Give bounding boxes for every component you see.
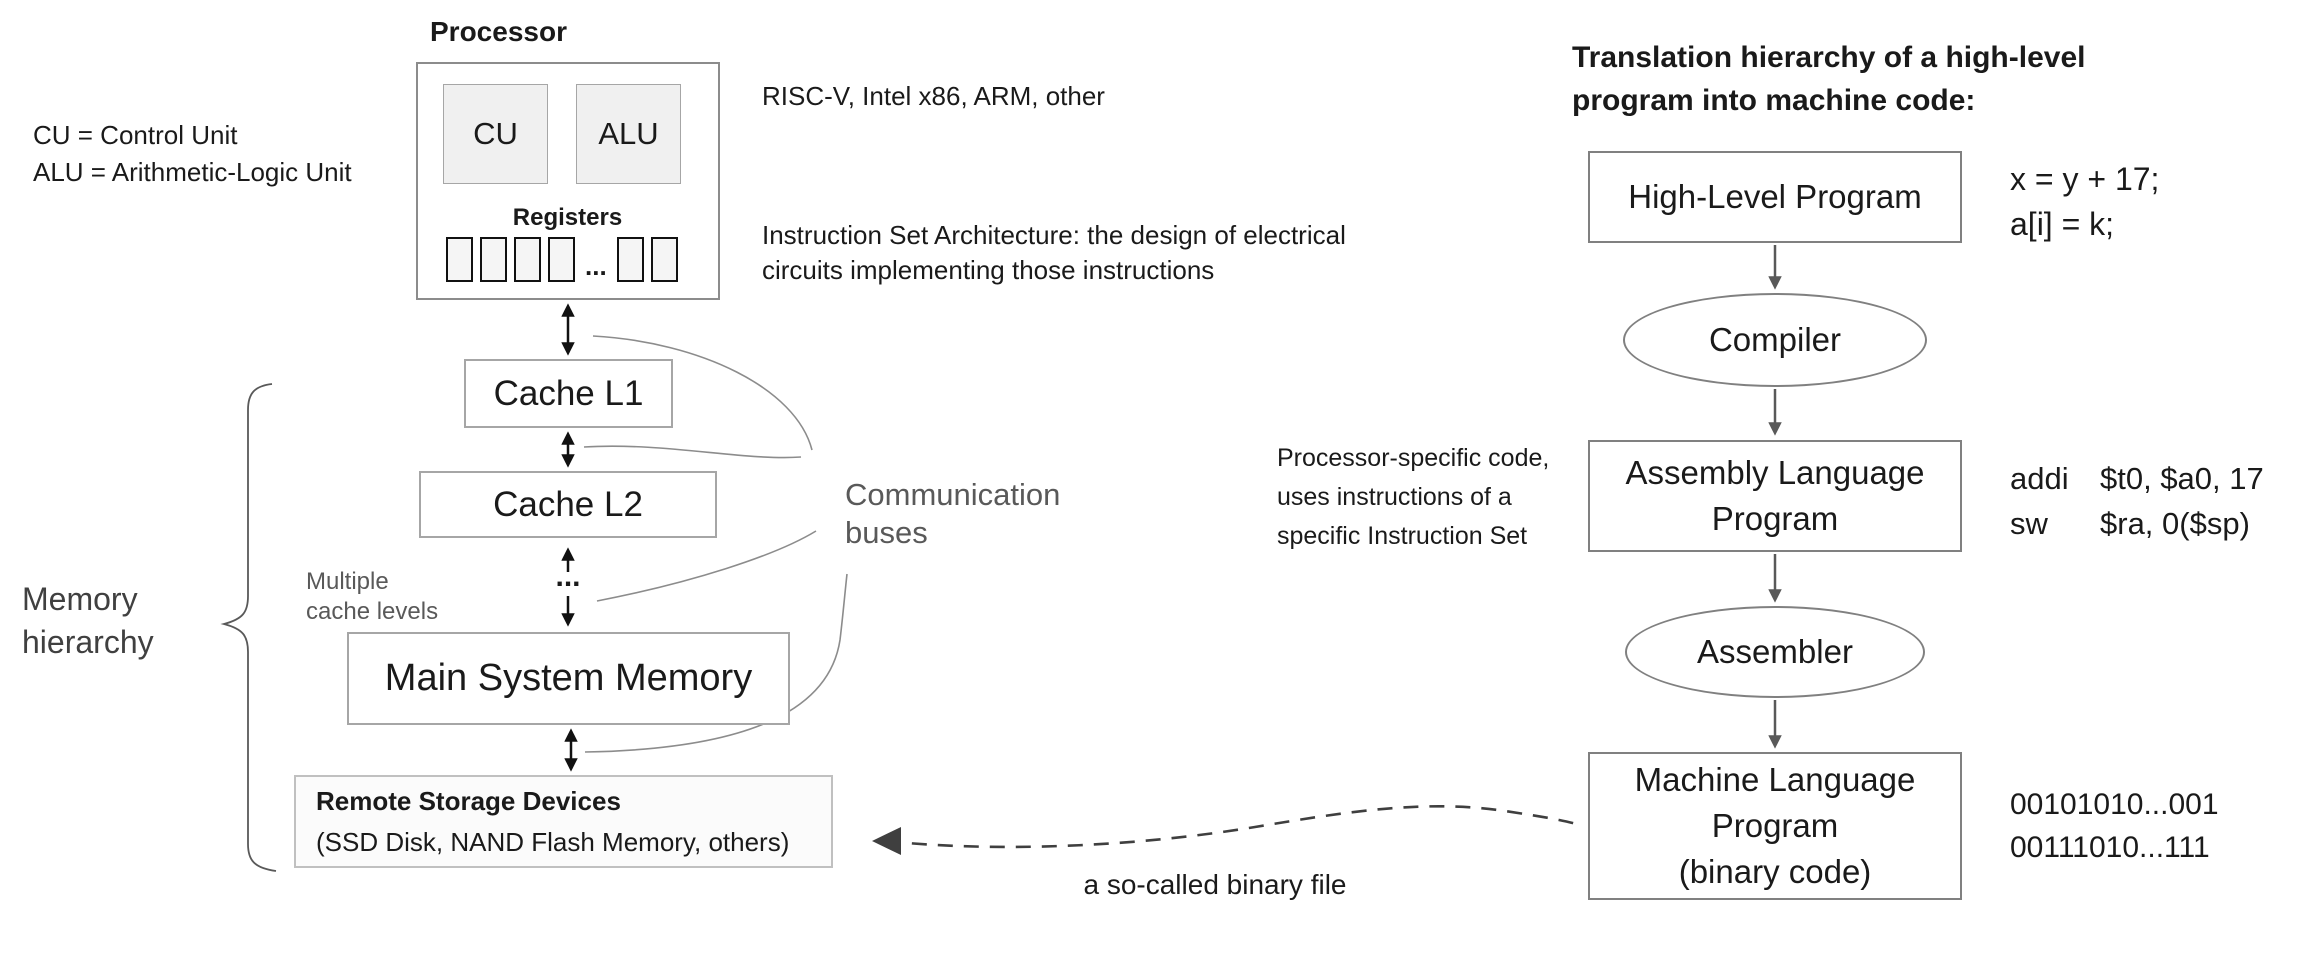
translation-title: Translation hierarchy of a high-level pr…	[1572, 36, 2085, 122]
communication-buses-label: Communication buses	[845, 476, 1060, 552]
bus-curve-3	[596, 530, 817, 602]
remote-storage-subtitle: (SSD Disk, NAND Flash Memory, others)	[316, 827, 790, 857]
binary-file-arrow	[872, 805, 1584, 855]
multiple-cache-line-1: Multiple	[306, 568, 389, 595]
main-memory-label: Main System Memory	[384, 657, 753, 699]
assembly-label-line-1: Assembly Language	[1625, 454, 1925, 491]
isa-families-note: RISC-V, Intel x86, ARM, other	[762, 81, 1105, 111]
cache-l2-box: Cache L2	[419, 471, 717, 538]
register-cell	[548, 237, 575, 282]
registers-label: Registers	[512, 204, 623, 231]
bus-curve-2	[583, 445, 802, 459]
binary-line-2: 00111010...111	[2010, 831, 2210, 864]
binary-file-arrow-curve	[885, 805, 1584, 849]
assembly-code-row: addi $t0, $a0, 17	[2010, 456, 2264, 501]
assembler-ellipse: Assembler	[1625, 606, 1925, 698]
isa-note-line-1: Instruction Set Architecture: the design…	[762, 220, 1346, 250]
cache-l2-label: Cache L2	[493, 484, 643, 524]
processor-title: Processor	[430, 16, 567, 47]
cache-l1-box: Cache L1	[464, 359, 673, 428]
isa-definition-note: Instruction Set Architecture: the design…	[762, 218, 1346, 288]
memory-hierarchy-brace	[220, 383, 277, 872]
cache-l1-label: Cache L1	[493, 373, 644, 413]
processor-specific-line-2: uses instructions of a	[1277, 483, 1512, 511]
assembly-label-line-2: Program	[1711, 500, 1839, 537]
assembly-code-row: sw $ra, 0($sp)	[2010, 501, 2264, 546]
binary-file-arrowhead	[872, 827, 901, 855]
memory-hierarchy-line-2: hierarchy	[22, 624, 154, 660]
assembly-mnemonic: sw	[2010, 506, 2048, 541]
translation-title-line-1: Translation hierarchy of a high-level	[1572, 41, 2086, 74]
multiple-cache-line-2: cache levels	[306, 598, 439, 625]
assembler-label: Assembler	[1697, 633, 1853, 670]
register-cell	[650, 237, 678, 282]
machine-program-box: Machine Language Program (binary code)	[1588, 752, 1962, 900]
processor-box: CU ALU Registers ...	[416, 62, 720, 300]
legend-line-2: ALU = Arithmetic-Logic Unit	[33, 157, 352, 187]
compiler-ellipse: Compiler	[1623, 293, 1927, 387]
legend-line-1: CU = Control Unit	[33, 120, 238, 150]
cache-levels-ellipsis: ...	[555, 560, 581, 593]
register-cell	[446, 237, 473, 282]
control-unit-box: CU	[443, 84, 548, 184]
main-memory-box: Main System Memory	[347, 632, 790, 725]
memory-hierarchy-label: Memory hierarchy	[22, 578, 154, 664]
code-line-2: a[i] = k;	[2010, 206, 2115, 242]
code-line-1: x = y + 17;	[2010, 161, 2160, 197]
communication-buses-line-2: buses	[845, 515, 928, 550]
assembly-operands: $ra, 0($sp)	[2100, 506, 2250, 541]
processor-specific-line-3: specific Instruction Set	[1277, 522, 1528, 550]
assembly-code-sample: addi $t0, $a0, 17 sw $ra, 0($sp)	[2010, 456, 2264, 546]
assembly-program-box: Assembly Language Program	[1588, 440, 1962, 552]
communication-buses-line-1: Communication	[845, 477, 1061, 512]
isa-note-line-2: circuits implementing those instructions	[762, 255, 1215, 285]
high-level-program-box: High-Level Program	[1588, 151, 1962, 243]
high-level-code-sample: x = y + 17; a[i] = k;	[2010, 157, 2159, 247]
machine-label-line-3: (binary code)	[1678, 853, 1872, 890]
binary-code-sample: 00101010...001 00111010...111	[2010, 783, 2219, 869]
assembly-mnemonic: addi	[2010, 461, 2069, 496]
cu-label: CU	[473, 116, 518, 151]
register-cell	[616, 237, 644, 282]
alu-label: ALU	[598, 116, 659, 151]
remote-storage-box: Remote Storage Devices (SSD Disk, NAND F…	[294, 775, 833, 868]
register-cell	[514, 237, 541, 282]
binary-line-1: 00101010...001	[2010, 788, 2219, 821]
memory-hierarchy-line-1: Memory	[22, 581, 138, 617]
assembly-operands: $t0, $a0, 17	[2100, 461, 2264, 496]
cu-alu-legend: CU = Control Unit ALU = Arithmetic-Logic…	[33, 117, 352, 191]
remote-storage-title: Remote Storage Devices	[316, 786, 621, 816]
registers-row: ...	[446, 237, 678, 282]
translation-title-line-2: program into machine code:	[1572, 84, 1976, 117]
machine-label-line-1: Machine Language	[1634, 761, 1916, 798]
binary-file-caption: a so-called binary file	[1083, 869, 1347, 900]
processor-specific-note: Processor-specific code, uses instructio…	[1277, 439, 1549, 556]
processor-specific-line-1: Processor-specific code,	[1277, 444, 1550, 472]
multiple-cache-levels-note: Multiple cache levels	[306, 567, 438, 627]
alu-box: ALU	[576, 84, 681, 184]
registers-ellipsis: ...	[585, 251, 607, 281]
machine-label-line-2: Program	[1711, 807, 1839, 844]
compiler-label: Compiler	[1708, 321, 1842, 358]
high-level-program-label: High-Level Program	[1628, 178, 1922, 215]
register-cell	[480, 237, 507, 282]
